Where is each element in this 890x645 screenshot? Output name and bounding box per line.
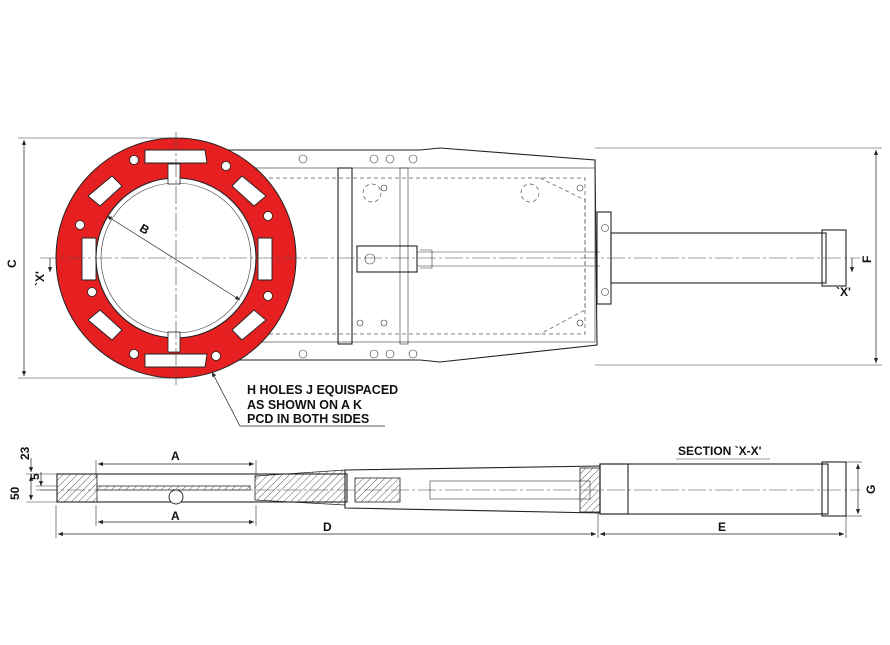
gate-dashed bbox=[254, 177, 586, 335]
section-cylinder-endcap bbox=[821, 461, 847, 517]
section-body-hatch-left bbox=[56, 473, 98, 503]
note-line-3: PCD IN BOTH SIDES bbox=[247, 412, 369, 426]
label-c: C bbox=[5, 259, 19, 268]
label-d: D bbox=[323, 520, 332, 534]
body-bolts bbox=[298, 154, 609, 359]
valve-body-outline bbox=[174, 147, 598, 363]
yoke-bar-2 bbox=[399, 167, 409, 345]
gate-chamfer-dashed bbox=[539, 177, 586, 335]
label-a-top: A bbox=[171, 449, 180, 463]
yoke-bar bbox=[337, 167, 353, 345]
section-bore-hole bbox=[168, 489, 184, 505]
label-x-left: `X' bbox=[33, 271, 47, 286]
label-e: E bbox=[718, 520, 726, 534]
dim-b-line bbox=[106, 215, 241, 301]
section-view: SECTION `X-X' A A D E bbox=[8, 444, 878, 538]
top-view: B C `X' F `X' H HOLES J EQUISPACED AS SH… bbox=[5, 132, 882, 427]
flange-holes bbox=[75, 155, 273, 361]
note-line-2: AS SHOWN ON A K bbox=[247, 398, 362, 412]
label-50: 50 bbox=[8, 486, 22, 500]
flange-lug-bottom bbox=[167, 331, 181, 353]
stem-thread bbox=[417, 251, 600, 267]
label-a-bottom: A bbox=[171, 509, 180, 523]
stem-clevis bbox=[356, 245, 418, 273]
section-body-hatch-right bbox=[254, 469, 346, 506]
label-g: G bbox=[864, 485, 878, 494]
section-cylinder-head bbox=[599, 463, 629, 515]
label-f: F bbox=[860, 256, 874, 263]
flange-lug-top bbox=[167, 163, 181, 185]
label-x-right: `X' bbox=[836, 285, 851, 299]
clevis-pin bbox=[364, 253, 376, 265]
label-5: 5 bbox=[28, 473, 42, 480]
section-body-hatch-mid bbox=[96, 485, 251, 491]
section-cylinder bbox=[599, 463, 829, 515]
note-leader bbox=[211, 371, 385, 427]
stem-coupling bbox=[420, 249, 433, 269]
label-23: 23 bbox=[18, 446, 32, 460]
note-line-1: H HOLES J EQUISPACED bbox=[247, 383, 398, 397]
section-title: SECTION `X-X' bbox=[678, 444, 762, 458]
